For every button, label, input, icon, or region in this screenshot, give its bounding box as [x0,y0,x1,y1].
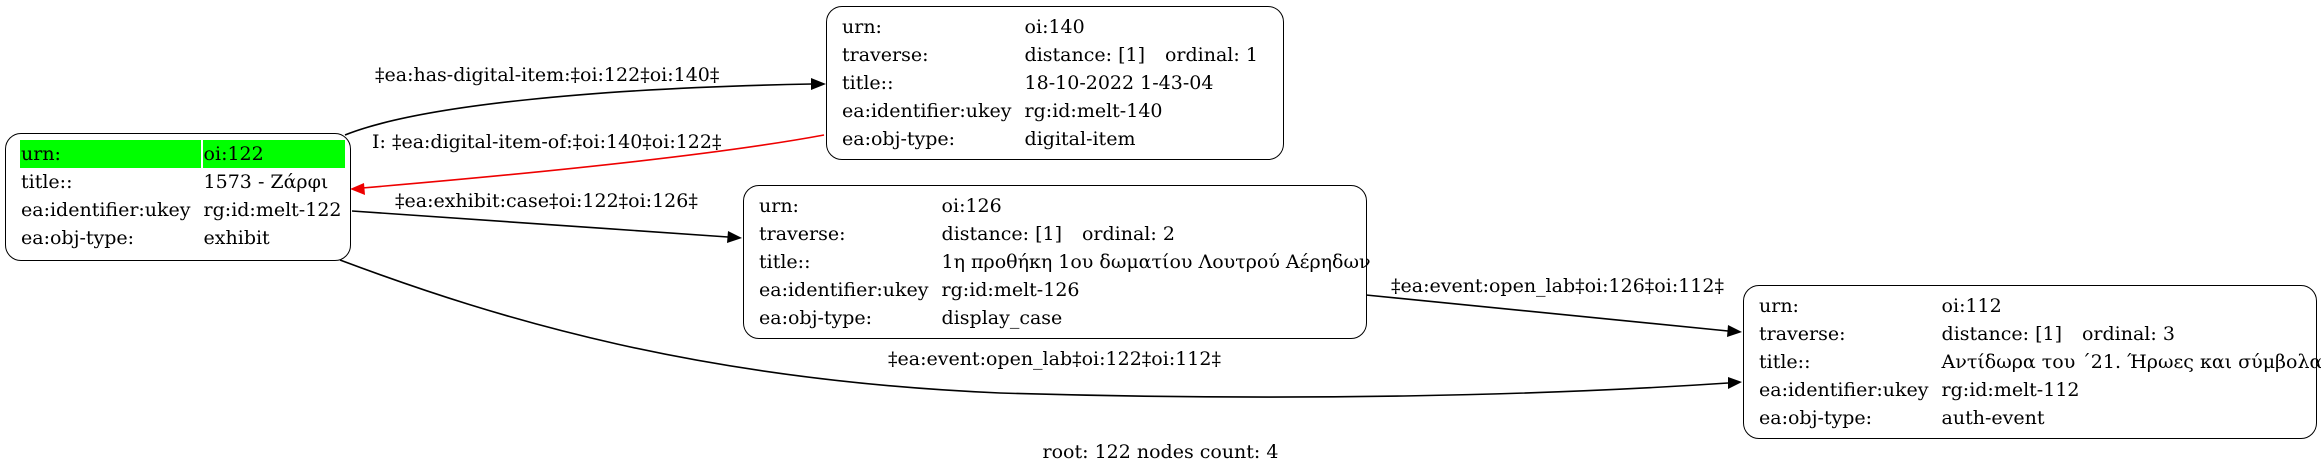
field-key: traverse: [1759,323,1846,345]
node-oi-126-fields: urn: oi:126 traverse: distance: [1] ordin… [756,192,1374,332]
field-value: oi:122 [202,140,345,168]
field-key: ea:obj-type: [21,227,135,249]
field-key: urn: [759,195,799,217]
field-key: urn: [1759,295,1799,317]
field-value: Αντίδωρα του ΄21. Ήρωες και σύμβολα [1941,351,2321,373]
field-row-traverse: traverse: distance: [1] ordinal: 2 [758,220,1372,248]
traverse-distance: distance: [1] [941,223,1062,245]
field-key: ea:identifier:ukey [1759,379,1929,401]
field-key: traverse: [759,223,846,245]
field-key: title:: [759,251,811,273]
edge-has-digital-item-arrowhead [811,78,826,90]
field-row-ukey: ea:identifier:ukey rg:id:melt-112 [1758,376,2321,404]
field-row-type: ea:obj-type: exhibit [20,224,345,252]
field-value: rg:id:melt-122 [203,199,342,221]
field-value: auth-event [1941,407,2045,429]
traverse-ordinal: ordinal: 3 [2081,323,2175,345]
field-key: title:: [21,171,73,193]
graph-footer-caption: root: 122 nodes count: 4 [1042,441,1279,463]
edge-open-lab-122-arrowhead [1728,377,1742,389]
edge-label-exhibit-case: ‡ea:exhibit:case‡oi:122‡oi:126‡ [395,190,698,212]
field-value: rg:id:melt-126 [941,279,1080,301]
edge-label-digital-item-of: I: ‡ea:digital-item-of:‡oi:140‡oi:122‡ [372,131,722,153]
edge-open-lab-122 [339,259,1729,398]
field-row-type: ea:obj-type: auth-event [1758,404,2321,432]
edge-label-open-lab-122: ‡ea:event:open_lab‡oi:122‡oi:112‡ [888,348,1221,370]
node-oi-140[interactable]: urn: oi:140 traverse: distance: [1] ordin… [826,6,1284,160]
traverse-ordinal: ordinal: 1 [1164,44,1258,66]
field-row-title: title:: 1η προθήκη 1ου δωματίου Λουτρού … [758,248,1372,276]
field-value: oi:126 [941,195,1002,217]
field-key: ea:identifier:ukey [759,279,929,301]
field-value: digital-item [1024,128,1136,150]
field-row-urn: urn: oi:126 [758,192,1372,220]
field-value: oi:112 [1941,295,2002,317]
field-value: oi:140 [1024,16,1085,38]
edge-open-lab-126 [1365,294,1729,332]
field-value: distance: [1] ordinal: 2 [941,220,1372,248]
field-value: 1η προθήκη 1ου δωματίου Λουτρού Αέρηδων [941,251,1371,273]
traverse-distance: distance: [1] [1941,323,2062,345]
field-row-type: ea:obj-type: display_case [758,304,1372,332]
traverse-ordinal: ordinal: 2 [1081,223,1175,245]
edge-label-open-lab-126: ‡ea:event:open_lab‡oi:126‡oi:112‡ [1391,275,1724,297]
field-key: urn: [20,140,201,168]
edge-exhibit-case [351,210,729,238]
node-oi-140-fields: urn: oi:140 traverse: distance: [1] ordin… [839,13,1261,153]
field-key: ea:obj-type: [842,128,956,150]
field-row-traverse: traverse: distance: [1] ordinal: 3 [1758,320,2321,348]
field-key: ea:obj-type: [759,307,873,329]
field-row-ukey: ea:identifier:ukey rg:id:melt-140 [841,97,1259,125]
node-oi-112-fields: urn: oi:112 traverse: distance: [1] ordin… [1756,292,2321,432]
node-oi-122-fields: urn: oi:122 title:: 1573 - Ζάρφι ea:iden… [18,140,347,252]
field-key: title:: [842,72,894,94]
field-row-urn: urn: oi:112 [1758,292,2321,320]
field-key: ea:identifier:ukey [842,100,1012,122]
field-row-title: title:: 18-10-2022 1-43-04 [841,69,1259,97]
field-key: urn: [842,16,882,38]
edge-label-has-digital-item: ‡ea:has-digital-item:‡oi:122‡oi:140‡ [375,64,720,86]
field-row-urn: urn: oi:122 [20,140,345,168]
node-oi-126[interactable]: urn: oi:126 traverse: distance: [1] ordin… [743,185,1371,339]
edge-has-digital-item [344,83,813,136]
field-row-ukey: ea:identifier:ukey rg:id:melt-126 [758,276,1372,304]
field-key: traverse: [842,44,929,66]
field-value: 18-10-2022 1-43-04 [1024,72,1214,94]
field-value: rg:id:melt-140 [1024,100,1163,122]
node-oi-122[interactable]: urn: oi:122 title:: 1573 - Ζάρφι ea:iden… [5,133,351,261]
field-key: ea:identifier:ukey [21,199,191,221]
field-row-title: title:: 1573 - Ζάρφι [20,168,345,196]
edge-digital-item-of-arrowhead [350,183,365,195]
field-row-type: ea:obj-type: digital-item [841,125,1259,153]
field-value: distance: [1] ordinal: 1 [1024,41,1259,69]
field-value: rg:id:melt-112 [1941,379,2080,401]
field-value: exhibit [203,227,270,249]
field-row-ukey: ea:identifier:ukey rg:id:melt-122 [20,196,345,224]
field-key: title:: [1759,351,1811,373]
field-row-traverse: traverse: distance: [1] ordinal: 1 [841,41,1259,69]
edge-digital-item-of [361,134,825,189]
field-row-title: title:: Αντίδωρα του ΄21. Ήρωες και σύμβ… [1758,348,2321,376]
field-value: display_case [941,307,1063,329]
edge-open-lab-126-arrowhead [1727,325,1742,337]
traverse-distance: distance: [1] [1024,44,1145,66]
edge-exhibit-case-arrowhead [727,231,742,243]
node-oi-112[interactable]: urn: oi:112 traverse: distance: [1] ordin… [1743,285,2321,439]
field-value: distance: [1] ordinal: 3 [1941,320,2321,348]
field-key: ea:obj-type: [1759,407,1873,429]
field-row-urn: urn: oi:140 [841,13,1259,41]
field-value: 1573 - Ζάρφι [203,171,329,193]
